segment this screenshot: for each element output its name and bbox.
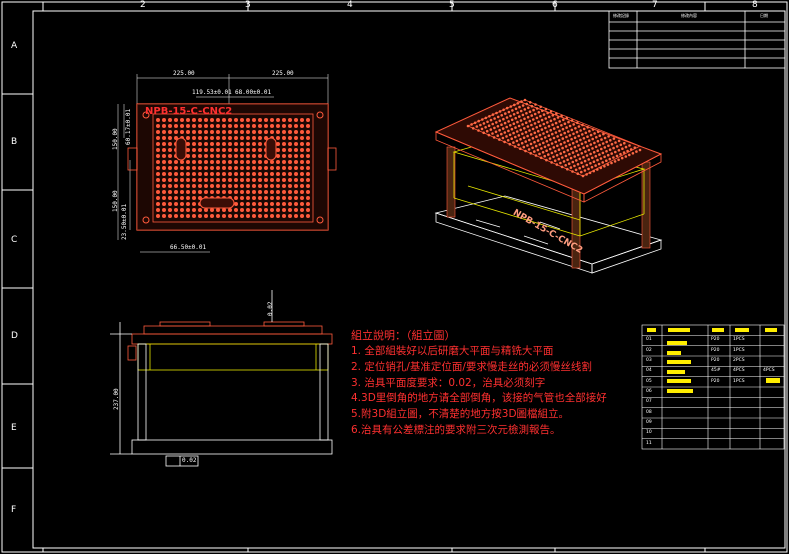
- dim-flatness-top: 0.02: [267, 301, 274, 316]
- row-label-c: C: [11, 235, 18, 245]
- bom-material: P20: [711, 337, 720, 343]
- title-block-header-revision: 修改記錄: [613, 13, 629, 18]
- column-label-8: 8: [752, 0, 758, 10]
- column-label-6: 6: [552, 0, 558, 10]
- bom-material: P20: [711, 378, 720, 384]
- iso-pin-array: [466, 98, 642, 178]
- pcb-pin-array: [156, 118, 310, 218]
- bom-quantity: 2PCS: [733, 358, 745, 363]
- dim-bottom-width: 66.50±0.01: [170, 244, 207, 251]
- column-label-4: 4: [347, 0, 353, 10]
- assembly-note-2: 2. 定位销孔/基准定位面/要求慢走丝的必须慢丝线割: [351, 361, 592, 373]
- bom-material: 45#: [711, 368, 721, 374]
- column-label-5: 5: [449, 0, 455, 10]
- dim-left-height-2: 150.00: [112, 128, 119, 150]
- bom-row-number: 05: [646, 378, 652, 384]
- column-label-7: 7: [652, 0, 658, 10]
- bom-row-number: 11: [646, 440, 652, 446]
- bom-row-number: 01: [646, 337, 652, 343]
- title-block-header-date: 日期: [760, 13, 768, 18]
- dim-top-left-width: 225.00: [173, 70, 195, 77]
- column-label-3: 3: [245, 0, 251, 10]
- assembly-note-3: 3. 治具平面度要求：0.02，治具必须刻字: [351, 377, 546, 389]
- row-label-a: A: [11, 41, 18, 51]
- bom-quantity: 1PCS: [733, 378, 745, 384]
- bom-quantity: 4PCS: [733, 368, 745, 374]
- column-label-2: 2: [140, 0, 146, 10]
- dim-left-height-4: 23.50±0.01: [121, 203, 128, 240]
- bom-extra-quantity: 4PCS: [763, 368, 775, 374]
- dim-inner-left: 119.53±0.01: [192, 89, 232, 96]
- assembly-note-5: 5.附3D組立圖，不清楚的地方按3D圖檔組立。: [351, 408, 570, 420]
- bom-row-number: 10: [646, 430, 652, 436]
- dim-inner-right: 68.00±0.01: [235, 89, 272, 96]
- row-label-d: D: [11, 331, 18, 341]
- assembly-note-1: 1. 全部組裝好以后研磨大平面与精铣大平面: [351, 345, 554, 357]
- assembly-notes-title: 組立說明：（組立圖）: [351, 329, 456, 342]
- assembly-note-4: 4.3D里倒角的地方请全部倒角，该接的气管也全部接好: [351, 392, 607, 404]
- bom-row-number: 04: [646, 368, 652, 374]
- bom-material: P20: [711, 358, 720, 363]
- bom-row-number: 09: [646, 420, 652, 425]
- top-view-part-name: NPB-15-C-CNC2: [145, 106, 233, 117]
- bom-material: P20: [711, 347, 720, 353]
- bom-row-number: 02: [646, 347, 652, 353]
- title-block-header-content: 修改內容: [681, 13, 697, 18]
- assembly-note-6: 6.治具有公差標注的要求附三次元檢測報告。: [351, 424, 561, 436]
- flatness-callout-value: 0.02: [182, 457, 197, 464]
- bom-row-number: 06: [646, 389, 652, 394]
- bom-quantity: 1PCS: [733, 337, 745, 343]
- dim-top-right-width: 225.00: [272, 70, 294, 77]
- bom-row-number: 03: [646, 358, 652, 363]
- bom-row-number: 08: [646, 409, 652, 415]
- bom-quantity: 1PCS: [733, 347, 745, 353]
- row-label-f: F: [11, 505, 17, 515]
- dim-left-height-3: 150.00: [112, 190, 119, 212]
- bom-row-number: 07: [646, 399, 652, 405]
- row-label-b: B: [11, 137, 18, 147]
- row-label-e: E: [11, 423, 17, 433]
- dim-front-height: 237.00: [113, 388, 120, 410]
- dim-left-height-1: 60.17±0.01: [125, 108, 132, 145]
